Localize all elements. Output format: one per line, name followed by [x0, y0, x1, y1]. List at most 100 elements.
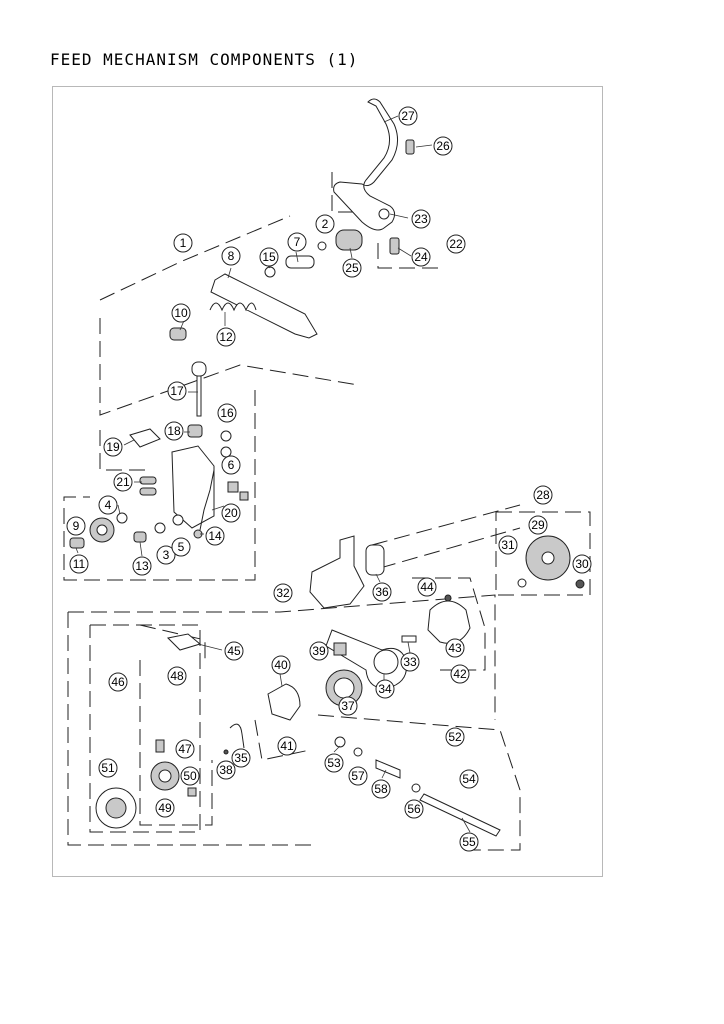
svg-text:1: 1 [180, 236, 187, 250]
callout-49: 49 [155, 798, 175, 818]
callout-18: 18 [164, 421, 184, 441]
callout-19: 19 [103, 437, 123, 457]
callout-17: 17 [167, 381, 187, 401]
callout-53: 53 [324, 753, 344, 773]
leader-24 [397, 247, 412, 257]
callout-40: 40 [271, 655, 291, 675]
part-shaft-36 [365, 544, 385, 576]
callout-26: 26 [433, 136, 453, 156]
part-rod-17-shaft [196, 375, 202, 417]
callout-2: 2 [315, 214, 335, 234]
leader-25 [349, 247, 353, 259]
svg-text:55: 55 [462, 835, 476, 849]
svg-text:9: 9 [73, 519, 80, 533]
svg-text:47: 47 [178, 742, 192, 756]
svg-text:30: 30 [575, 557, 589, 571]
part-48 [166, 633, 202, 651]
callout-58: 58 [371, 779, 391, 799]
callout-16: 16 [217, 403, 237, 423]
svg-text:15: 15 [262, 250, 276, 264]
leader-11 [75, 547, 79, 554]
svg-text:7: 7 [294, 235, 301, 249]
callout-34: 34 [375, 679, 395, 699]
leader-36 [375, 573, 381, 583]
callout-15: 15 [259, 247, 279, 267]
part-57 [353, 747, 363, 757]
diagram-frame [52, 86, 603, 877]
svg-text:45: 45 [227, 644, 241, 658]
part-rod-17 [191, 361, 207, 377]
callout-22: 22 [446, 234, 466, 254]
leader-55 [461, 817, 471, 833]
callout-47: 47 [175, 739, 195, 759]
svg-text:19: 19 [106, 440, 120, 454]
callout-56: 56 [404, 799, 424, 819]
svg-text:53: 53 [327, 756, 341, 770]
svg-text:50: 50 [183, 769, 197, 783]
svg-text:29: 29 [531, 518, 545, 532]
outline-group-22b [377, 243, 440, 269]
svg-text:39: 39 [312, 644, 326, 658]
callout-33: 33 [400, 652, 420, 672]
svg-text:18: 18 [167, 424, 181, 438]
part-eccentric-43 [427, 600, 471, 644]
part-shaft-55 [419, 793, 501, 837]
part-clip-56 [411, 783, 421, 793]
callout-32: 32 [273, 583, 293, 603]
leader-13 [139, 541, 143, 557]
svg-text:8: 8 [228, 249, 235, 263]
callout-13: 13 [132, 556, 152, 576]
callouts: 1 2 3 4 5 6 7 8 9 10 11 12 13 14 15 16 1… [66, 106, 592, 852]
part-ring-16 [220, 430, 232, 442]
part-washer-2 [317, 241, 327, 251]
callout-8: 8 [221, 246, 241, 266]
leader-40 [279, 673, 283, 687]
leader-19 [123, 439, 135, 446]
part-screw-11 [69, 537, 85, 549]
part-screw-21b [139, 487, 157, 496]
outline-group-1a [99, 215, 291, 301]
callout-55: 55 [459, 832, 479, 852]
part-bracket [171, 445, 215, 529]
svg-text:16: 16 [220, 406, 234, 420]
svg-text:33: 33 [403, 655, 417, 669]
callout-57: 57 [348, 766, 368, 786]
callout-37: 37 [338, 696, 358, 716]
outline-group-1b [99, 318, 359, 416]
part-washer-31 [517, 578, 527, 588]
svg-text:37: 37 [341, 699, 355, 713]
leader-45 [197, 643, 223, 651]
callout-50: 50 [180, 766, 200, 786]
svg-text:23: 23 [414, 212, 428, 226]
part-spring-58 [375, 759, 401, 779]
svg-text:5: 5 [178, 540, 185, 554]
part-screw-47 [155, 739, 165, 753]
leader-58 [381, 769, 387, 779]
outline-group-45 [139, 624, 206, 660]
part-hub-49-in [158, 769, 172, 783]
callout-6: 6 [221, 455, 241, 475]
callout-23: 23 [411, 209, 431, 229]
callout-31: 31 [498, 535, 518, 555]
svg-text:3: 3 [163, 548, 170, 562]
callout-29: 29 [528, 515, 548, 535]
outline-group-32b [67, 612, 318, 846]
part-gear-9-hub [96, 524, 108, 536]
part-nut-30 [575, 579, 585, 589]
svg-text:13: 13 [135, 559, 149, 573]
outline-group-49 [139, 660, 213, 826]
callout-44: 44 [417, 577, 437, 597]
part-chain-20 [199, 469, 215, 531]
part-screw-10 [169, 327, 187, 341]
outline-group-28 [495, 511, 591, 596]
svg-text:49: 49 [158, 801, 172, 815]
part-nut-b [239, 491, 249, 501]
leader-8 [227, 267, 232, 279]
svg-text:35: 35 [234, 751, 248, 765]
parts [69, 98, 585, 837]
part-pulley-51-in [105, 797, 127, 819]
outline-group-left [63, 390, 256, 581]
part-needle-39 [333, 642, 347, 656]
leader-7 [295, 251, 299, 263]
